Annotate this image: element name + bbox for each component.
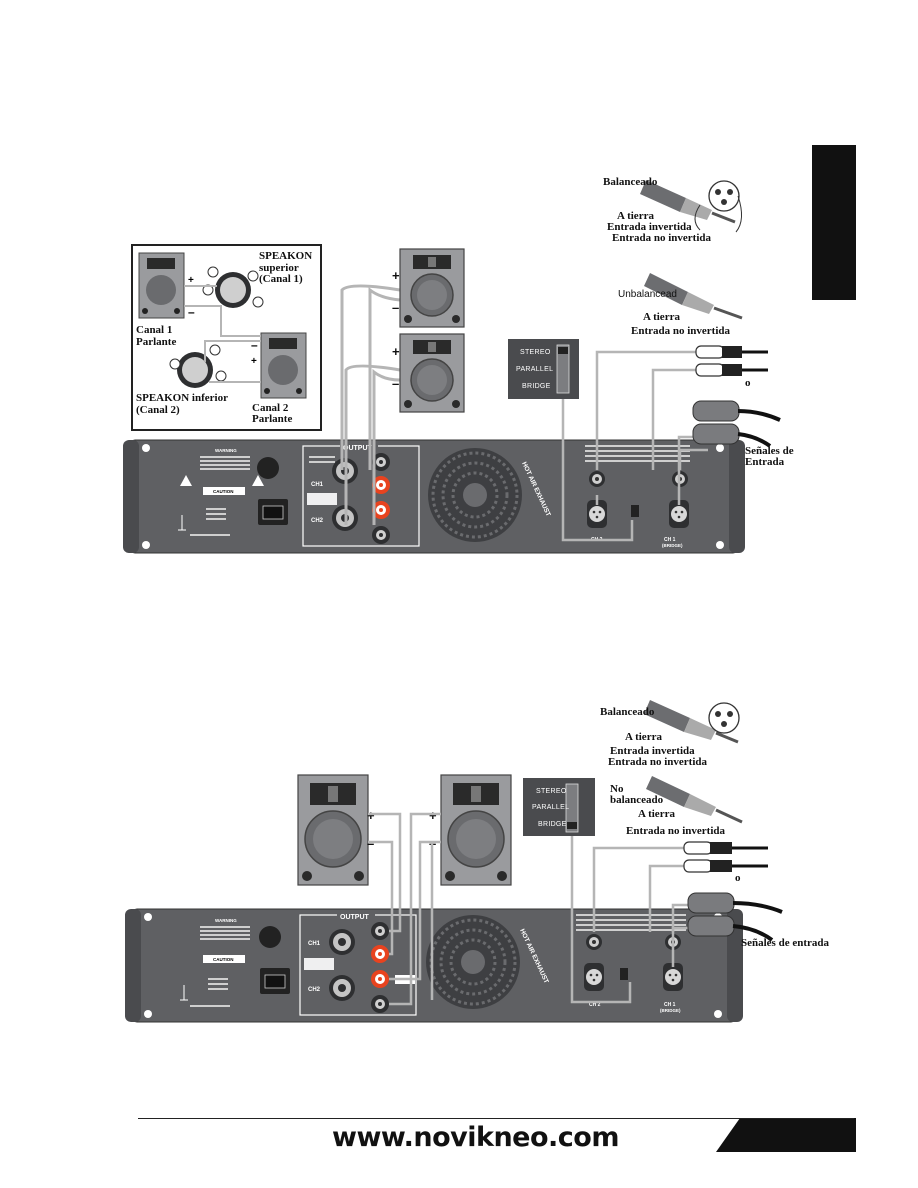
svg-text:+: + <box>392 268 400 283</box>
speaker-top-1 <box>399 248 465 328</box>
switch2-bridge: BRIDGE <box>538 821 567 828</box>
canal2-label-2: Parlante <box>252 413 293 425</box>
or-mark-1: o <box>745 377 751 389</box>
speaker-cables-1 <box>340 284 401 525</box>
xlr-plugs-2 <box>687 892 783 942</box>
speakon-lower-label-1: SPEAKON inferior <box>136 392 228 404</box>
output-label: OUTPUT <box>343 445 373 452</box>
switch1-parallel: PARALLEL <box>516 366 554 373</box>
svg-text:(BRIDGE): (BRIDGE) <box>662 543 683 548</box>
balanced-ground-2: A tierra <box>625 731 662 743</box>
balanced-noninverted-1: Entrada no invertida <box>612 232 712 244</box>
or-mark-2: o <box>735 872 741 884</box>
balanced-label-2: Balanceado <box>600 706 655 718</box>
svg-text:(BRIDGE): (BRIDGE) <box>660 1008 681 1013</box>
amplifier-rear-panel-2: WARNING CAUTION OUTPUT CH1 CH2 HOT <box>125 908 743 1023</box>
svg-text:+: + <box>429 808 437 823</box>
canal2-label-1: Canal 2 <box>252 402 289 414</box>
switch2-parallel: PARALLEL <box>532 804 570 811</box>
unbalanced-label-1: Unbalancead <box>618 289 677 300</box>
svg-text:+: + <box>392 344 400 359</box>
rca-plugs-1 <box>695 345 768 377</box>
senales-label-1a: Señales de <box>745 445 794 457</box>
svg-text:–: – <box>392 300 399 315</box>
amplifier-rear-panel-1: WARNING CAUTION OUTPUT CH1 CH2 <box>123 439 745 554</box>
svg-text:CH 2: CH 2 <box>589 1002 601 1008</box>
svg-text:CH1: CH1 <box>311 482 324 488</box>
unbalanced-label-2b: balanceado <box>610 794 664 806</box>
speaker-bottom-1 <box>399 333 465 413</box>
svg-text:WARNING: WARNING <box>215 448 237 453</box>
speakon-inset: + – – + SPEAKON superior (Canal 1) Canal… <box>131 244 322 431</box>
svg-text:–: – <box>367 836 374 851</box>
unbalanced-ground-1: A tierra <box>643 311 680 323</box>
svg-text:+: + <box>251 356 257 367</box>
balanced-noninverted-2: Entrada no invertida <box>608 756 708 768</box>
unbalanced-noninverted-1: Entrada no invertida <box>631 325 731 337</box>
footer-rule <box>138 1118 854 1119</box>
svg-text:CH1: CH1 <box>308 941 321 947</box>
switch2-stereo: STEREO <box>536 788 567 795</box>
footer-url: www.novikneo.com <box>332 1122 619 1153</box>
svg-text:+: + <box>188 275 194 286</box>
unbalanced-ground-2: A tierra <box>638 808 675 820</box>
rca-plugs-2 <box>683 841 768 873</box>
balanced-plug-2 <box>644 700 740 744</box>
balanced-ground-1: A tierra <box>617 210 654 222</box>
unbalanced-plug-1 <box>644 273 743 320</box>
balanced-inverted-1: Entrada invertida <box>607 221 692 233</box>
svg-text:+: + <box>367 808 375 823</box>
svg-text:–: – <box>392 376 399 391</box>
svg-text:CH 1: CH 1 <box>664 1002 676 1008</box>
balanced-label-1: Balanceado <box>603 176 658 188</box>
balanced-inverted-2: Entrada invertida <box>610 745 695 757</box>
section-tab <box>812 145 856 300</box>
svg-text:CH2: CH2 <box>311 518 324 524</box>
switch1-stereo: STEREO <box>520 349 551 356</box>
canal1-label-1: Canal 1 <box>136 324 173 336</box>
balanced-plug-1 <box>640 180 742 233</box>
speakon-upper-label-3: (Canal 1) <box>259 273 303 285</box>
speaker-left-2 <box>297 774 369 886</box>
unbalanced-plug-2 <box>646 776 743 824</box>
mode-switch-2 <box>523 778 595 836</box>
page-number-tab <box>716 1118 856 1152</box>
speakon-upper-label-1: SPEAKON <box>259 250 313 262</box>
svg-text:CAUTION: CAUTION <box>213 957 234 962</box>
switch1-bridge: BRIDGE <box>522 383 551 390</box>
svg-text:–: – <box>188 305 195 319</box>
svg-text:WARNING: WARNING <box>215 918 237 923</box>
unbalanced-noninverted-2: Entrada no invertida <box>626 825 726 837</box>
svg-text:CAUTION: CAUTION <box>213 489 234 494</box>
senales-label-2: Señales de entrada <box>741 937 829 949</box>
speaker-right-2 <box>440 774 512 886</box>
svg-text:CH 1: CH 1 <box>664 537 676 543</box>
senales-label-1b: Entrada <box>745 456 785 468</box>
xlr-plugs-1 <box>692 400 781 448</box>
speakon-lower-label-2: (Canal 2) <box>136 404 180 416</box>
speakon-upper-label-2: superior <box>259 262 299 274</box>
svg-text:OUTPUT: OUTPUT <box>340 914 370 921</box>
canal1-label-2: Parlante <box>136 336 177 348</box>
unbalanced-label-2a: No <box>610 783 624 795</box>
svg-text:–: – <box>251 338 258 352</box>
svg-text:CH2: CH2 <box>308 987 321 993</box>
